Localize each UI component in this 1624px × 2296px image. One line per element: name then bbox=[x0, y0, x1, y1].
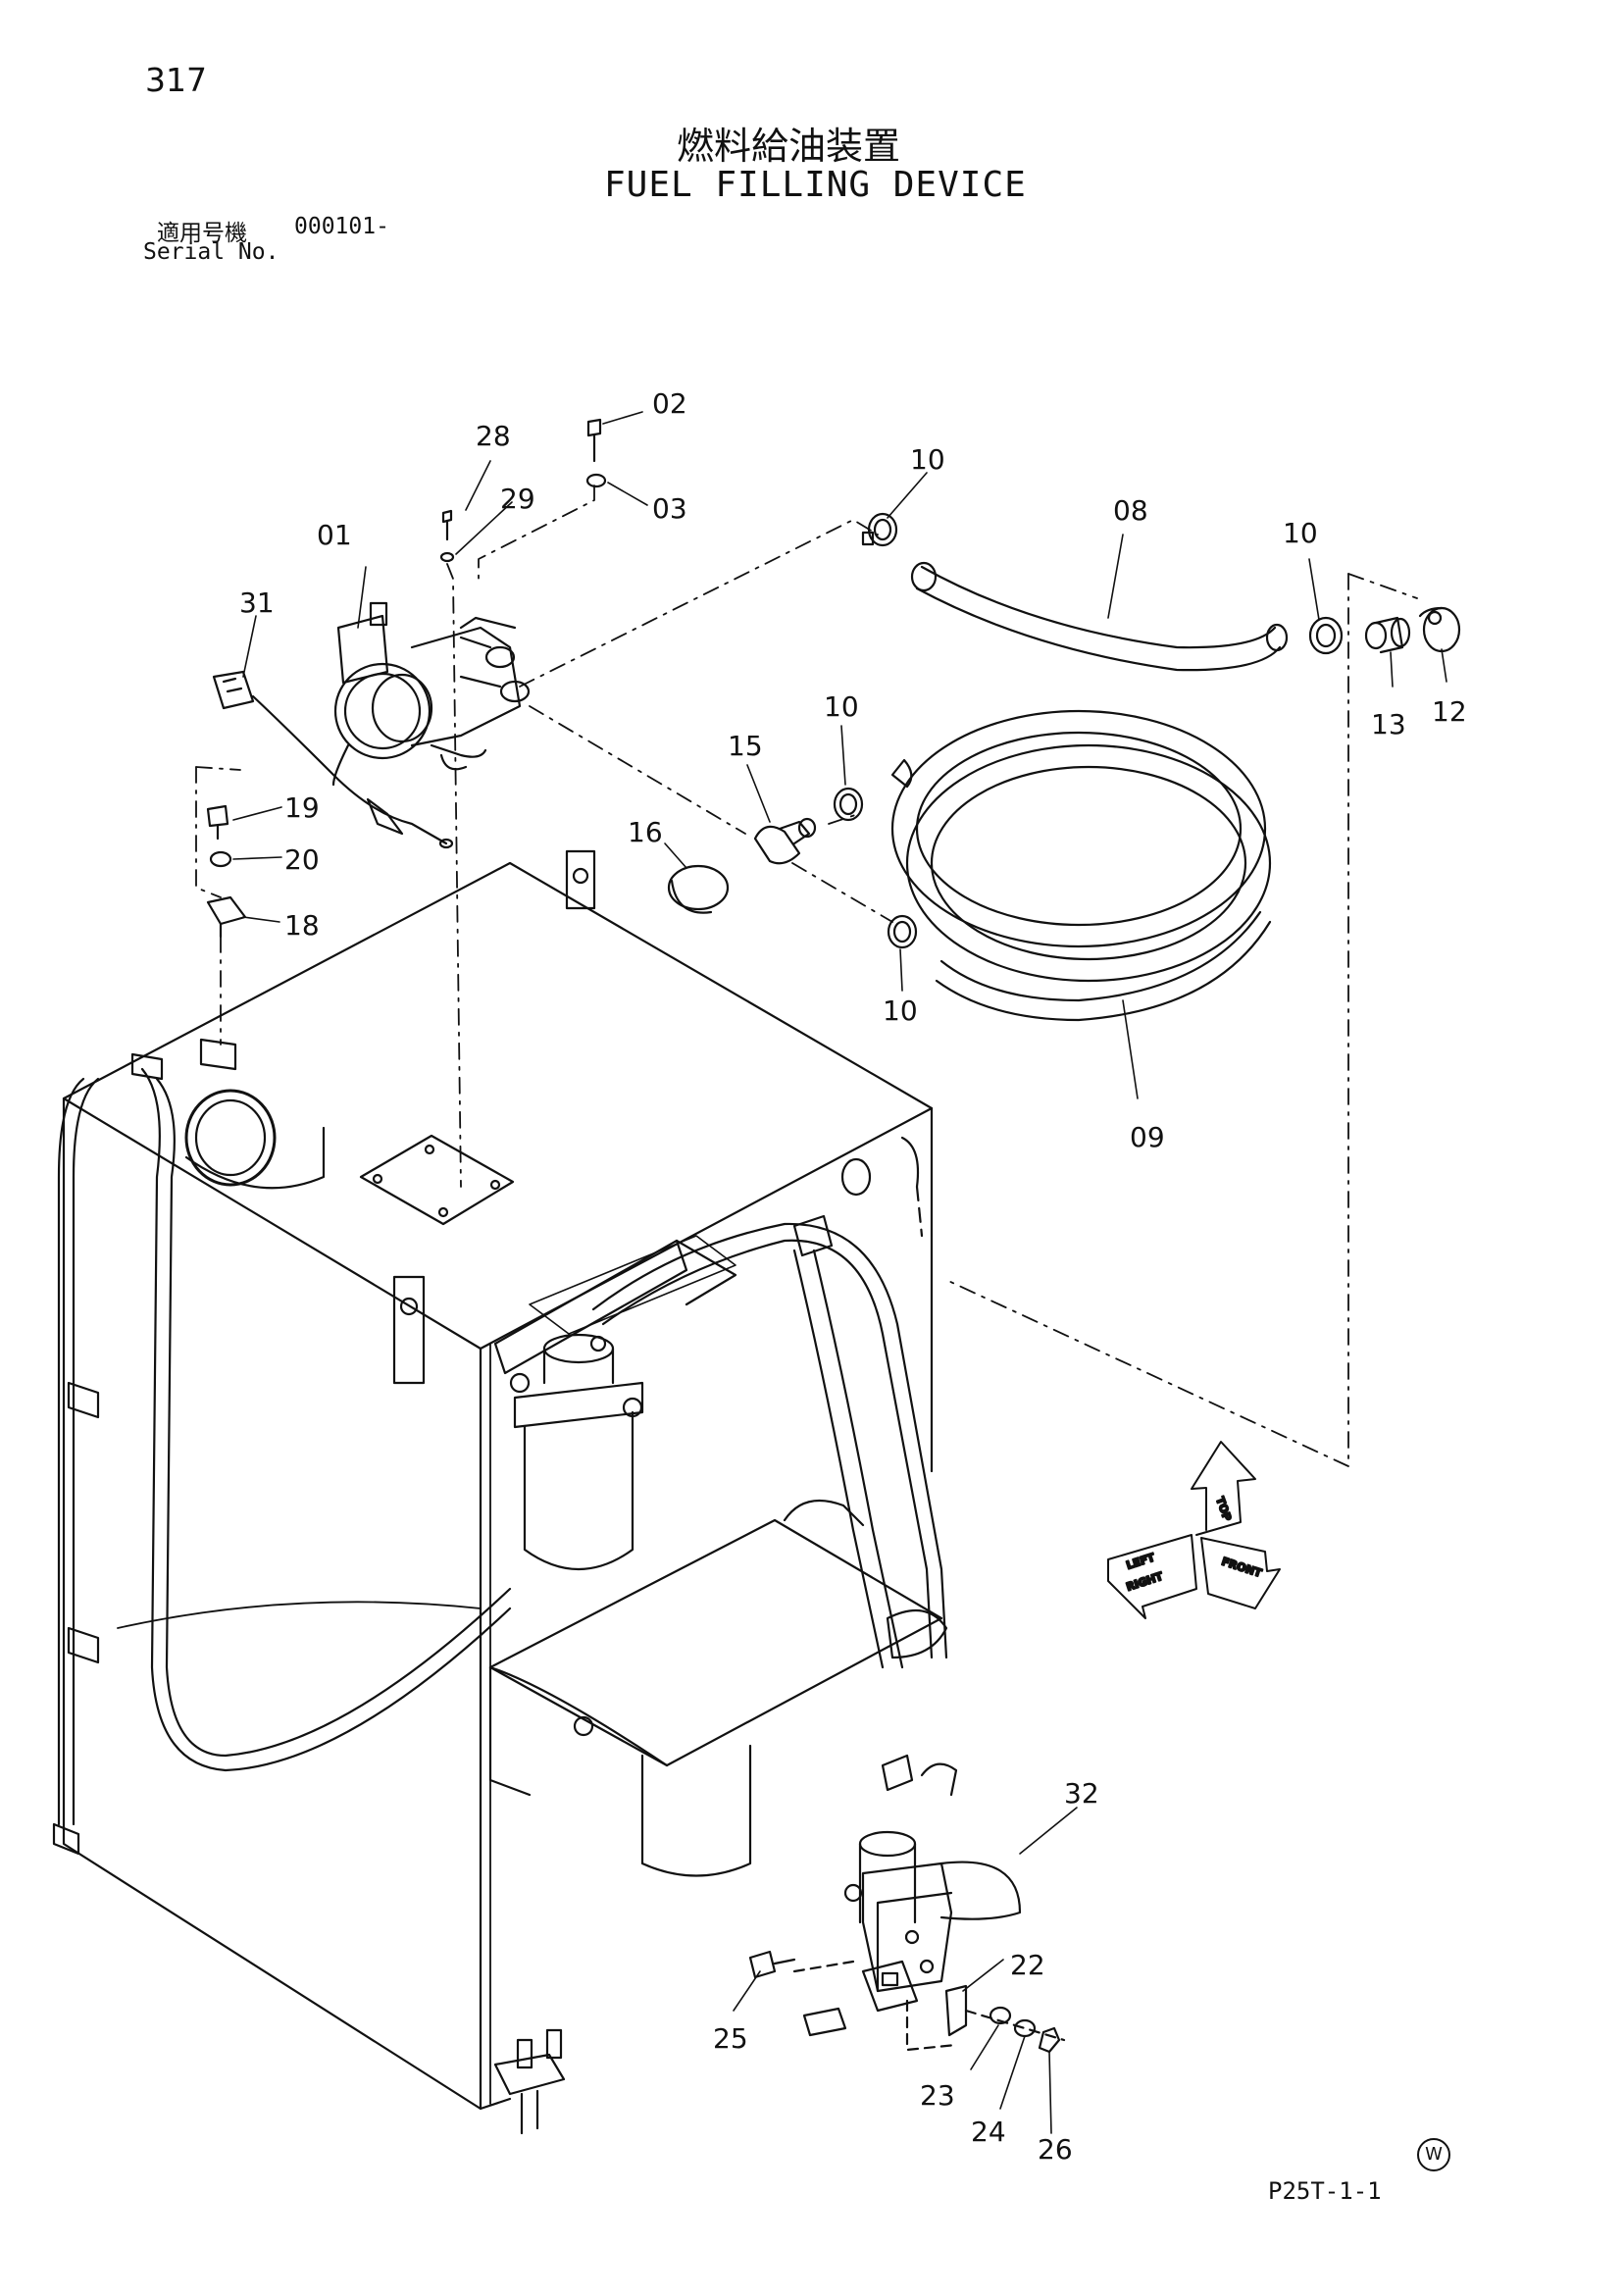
callout-24: 24 bbox=[971, 2116, 1006, 2148]
callout-02: 02 bbox=[652, 387, 687, 420]
dust-cap bbox=[1418, 606, 1461, 653]
fuel-tank bbox=[52, 849, 934, 2135]
callout-19: 19 bbox=[284, 791, 320, 824]
callout-10a: 10 bbox=[910, 443, 945, 476]
callout-03: 03 bbox=[652, 492, 687, 525]
callout-08: 08 bbox=[1113, 494, 1148, 527]
callout-13: 13 bbox=[1371, 708, 1406, 740]
callout-labels: 01 02 03 08 09 10 10 10 10 12 13 15 16 1… bbox=[239, 387, 1467, 2166]
callout-16: 16 bbox=[628, 816, 663, 848]
strainer bbox=[753, 817, 817, 865]
callout-29: 29 bbox=[500, 483, 535, 515]
callout-23: 23 bbox=[920, 2079, 955, 2112]
callout-31: 31 bbox=[239, 587, 275, 619]
dir-label-top: TOP bbox=[1213, 1496, 1234, 1523]
page-title: FUEL FILLING DEVICE bbox=[604, 165, 1027, 205]
page-code: P25T-1-1 bbox=[1268, 2177, 1382, 2205]
hose-bands bbox=[833, 512, 1344, 949]
dir-label-front: FRONT bbox=[1220, 1555, 1263, 1580]
callout-12: 12 bbox=[1432, 695, 1467, 728]
callout-01: 01 bbox=[317, 519, 352, 551]
callout-10b: 10 bbox=[1283, 517, 1318, 549]
callout-09: 09 bbox=[1130, 1121, 1165, 1153]
serial-label: Serial No. bbox=[143, 239, 279, 265]
callout-22: 22 bbox=[1010, 1949, 1045, 1981]
page-title-japanese: 燃料給油装置 bbox=[677, 125, 901, 168]
filling-hose-coil bbox=[890, 709, 1272, 1022]
cap bbox=[667, 864, 730, 914]
callout-32: 32 bbox=[1064, 1777, 1099, 1810]
fuel-filter bbox=[493, 1239, 737, 1571]
serial-number-value: 000101- bbox=[294, 214, 389, 239]
pump-mounting-bracket bbox=[117, 1499, 943, 1877]
w-mark-symbol: W bbox=[1417, 2138, 1450, 2171]
suction-hose bbox=[910, 561, 1289, 672]
callout-15: 15 bbox=[728, 730, 763, 762]
direction-indicator: TOP LEFT FRONT RIGHT bbox=[1107, 1441, 1281, 1619]
callout-26: 26 bbox=[1038, 2133, 1073, 2166]
dir-label-right: RIGHT bbox=[1125, 1570, 1165, 1594]
serial-label-japanese: 適用号機 bbox=[157, 221, 247, 246]
callout-18: 18 bbox=[284, 909, 320, 942]
small-fasteners bbox=[206, 418, 607, 939]
page-number: 317 bbox=[145, 61, 207, 99]
fuel-return-hose bbox=[591, 1214, 958, 1797]
callout-20: 20 bbox=[284, 843, 320, 876]
leader-lines bbox=[232, 411, 1447, 2134]
callout-10d: 10 bbox=[883, 995, 918, 1027]
callout-28: 28 bbox=[476, 420, 511, 452]
assembly-lines bbox=[195, 485, 1418, 1467]
callout-25: 25 bbox=[713, 2022, 748, 2055]
callout-10c: 10 bbox=[824, 690, 859, 723]
nozzle-adapter bbox=[1364, 616, 1411, 654]
electric-fuel-pump bbox=[748, 1830, 1066, 2054]
fuel-filling-pump bbox=[212, 601, 531, 849]
